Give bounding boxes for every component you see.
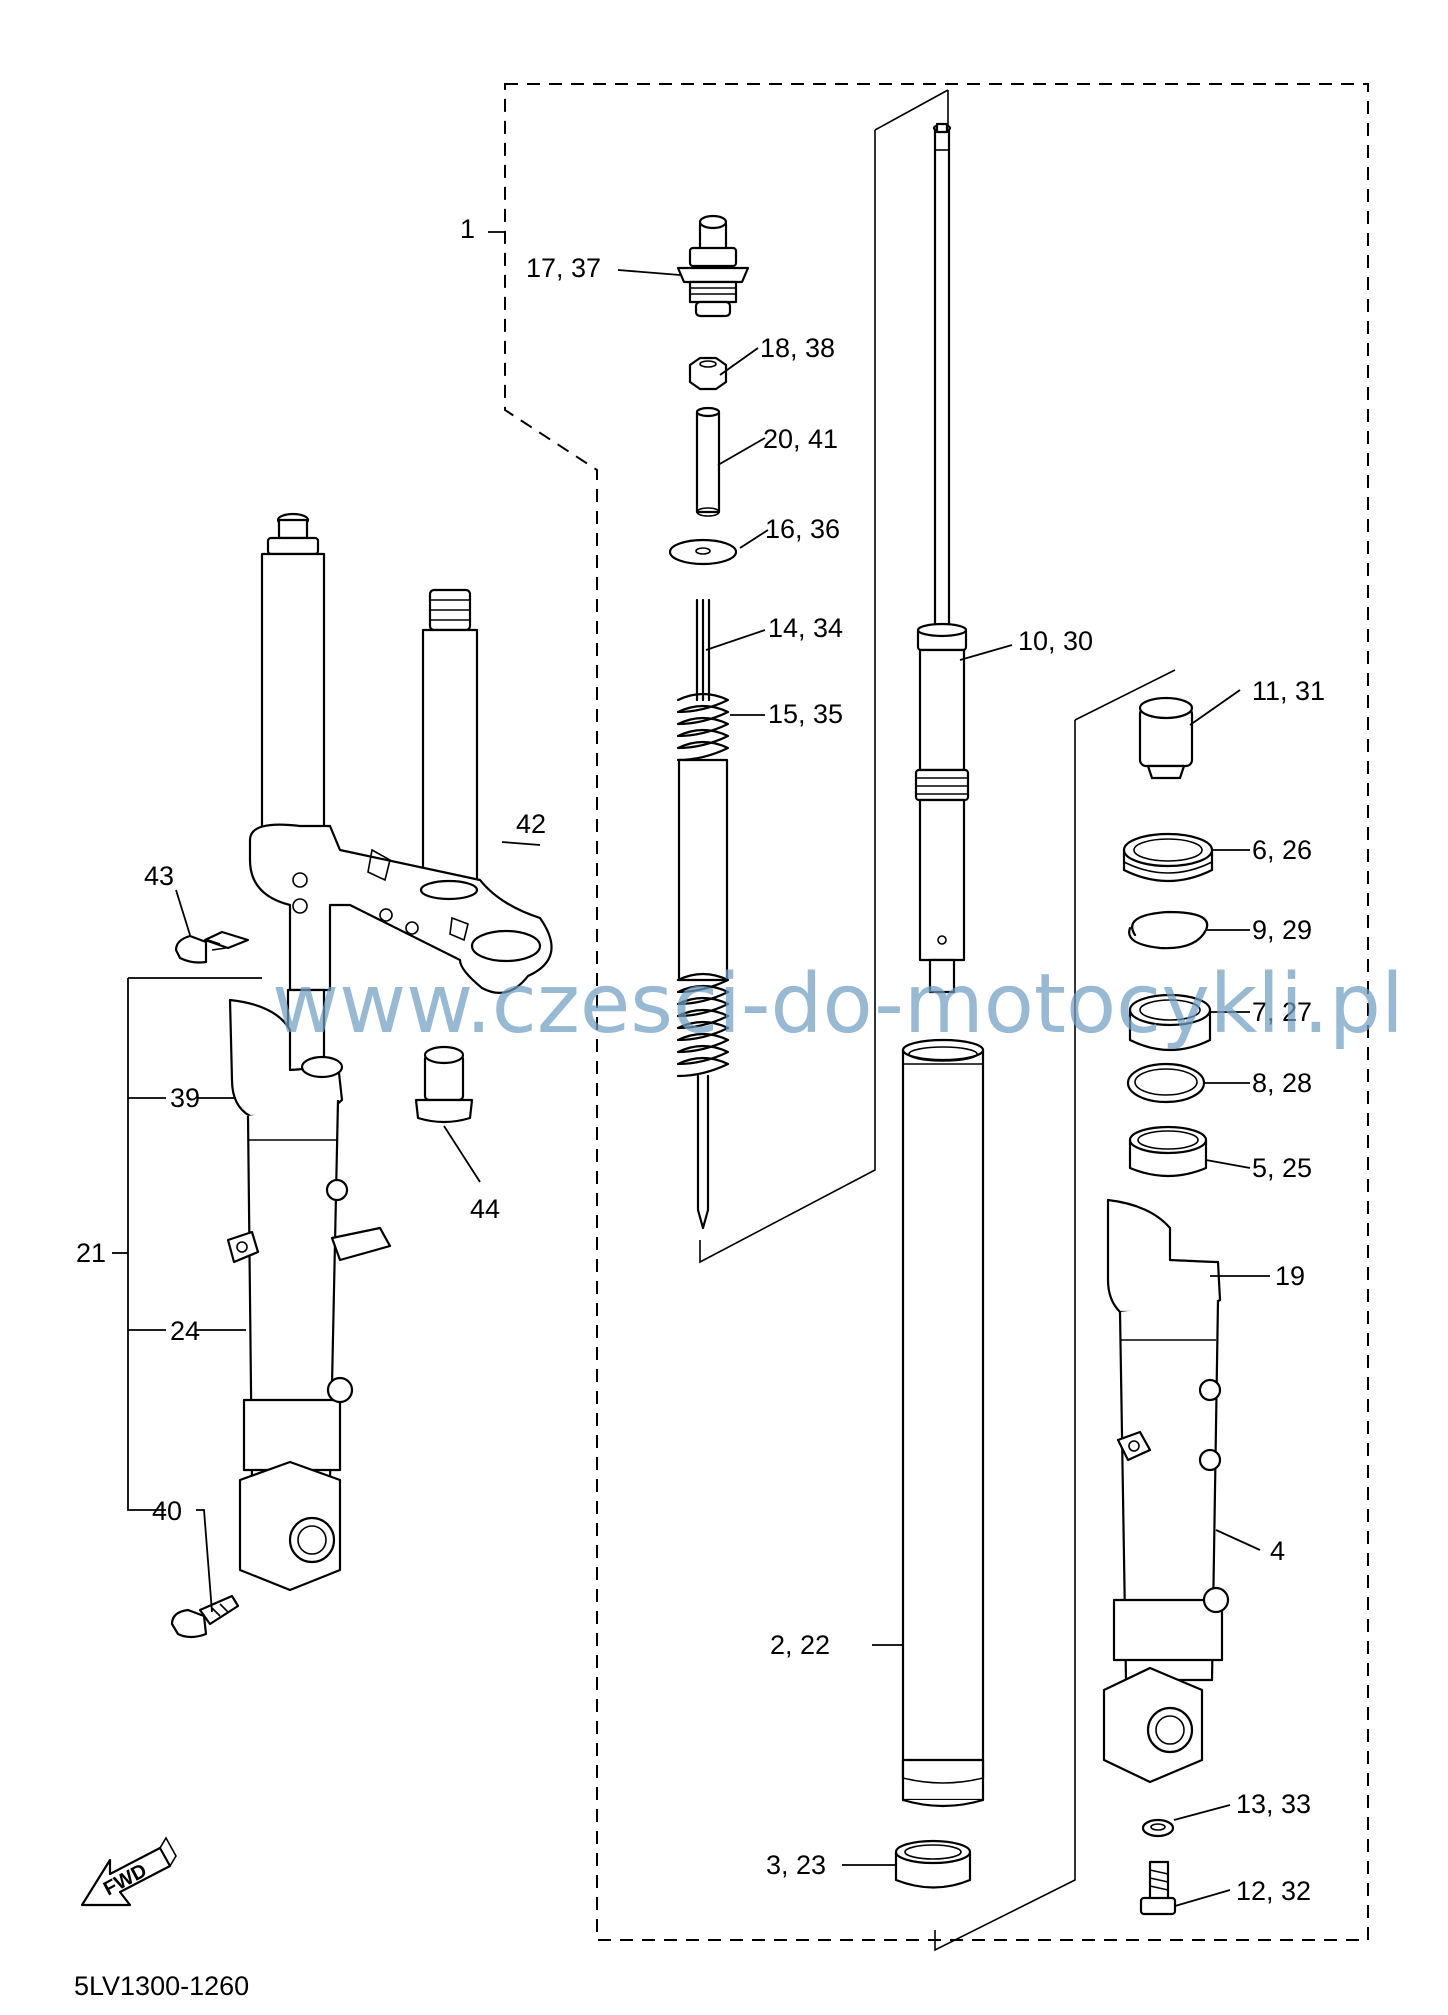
label-9-29: 9, 29 (1252, 915, 1312, 945)
part-spacer-tube (695, 406, 721, 517)
part-collar (414, 1045, 474, 1124)
label-2-22: 2, 22 (770, 1630, 830, 1660)
label-13-33: 13, 33 (1236, 1789, 1311, 1819)
label-5-25: 5, 25 (1252, 1153, 1312, 1183)
part-damper-cylinder (914, 122, 970, 994)
label-21: 21 (76, 1238, 106, 1268)
group-outline-inner-right (934, 669, 1176, 1952)
label-40: 40 (152, 1496, 182, 1526)
part-washer (668, 538, 738, 566)
part-fork-assembled-left (226, 512, 553, 1592)
label-1: 1 (460, 214, 475, 244)
part-circlip (1128, 910, 1209, 950)
label-6-26: 6, 26 (1252, 835, 1312, 865)
part-nut (688, 356, 728, 391)
part-damper-rod-and-spring (676, 598, 730, 1230)
part-inner-tube (901, 1038, 985, 1808)
part-slide-bushing (1128, 1125, 1208, 1178)
label-3-23: 3, 23 (766, 1850, 826, 1880)
diagram-code: 5LV1300-1260 (74, 1971, 249, 2001)
label-8-28: 8, 28 (1252, 1068, 1312, 1098)
label-11-31: 11, 31 (1252, 676, 1325, 706)
part-pinch-bolt-upper (174, 930, 250, 964)
label-10-30: 10, 30 (1018, 626, 1093, 656)
part-labels: 1 17, 37 18, 38 20, 41 16, 36 14, 34 15,… (76, 214, 1325, 1906)
part-drain-bolt (1139, 1860, 1177, 1916)
watermark-text: www.czesci-do-motocykli.pl (272, 957, 1404, 1052)
part-oil-seal (1128, 993, 1212, 1052)
part-outer-tube-right (1102, 1198, 1230, 1784)
label-17-37: 17, 37 (526, 253, 601, 283)
label-19: 19 (1275, 1261, 1305, 1291)
part-pinch-bolt-lower (170, 1594, 240, 1639)
label-42: 42 (516, 809, 546, 839)
label-7-27: 7, 27 (1252, 997, 1312, 1027)
part-lower-bushing (894, 1839, 972, 1889)
leader-lines (112, 231, 1270, 1907)
part-seal-washer (1126, 1062, 1206, 1104)
label-14-34: 14, 34 (768, 613, 843, 643)
part-oil-lock-piece (1138, 696, 1194, 780)
part-gasket (1141, 1818, 1175, 1838)
label-16-36: 16, 36 (765, 514, 840, 544)
label-12-32: 12, 32 (1236, 1876, 1311, 1906)
label-4: 4 (1270, 1536, 1285, 1566)
part-cap-bolt (676, 214, 750, 318)
label-44: 44 (470, 1194, 500, 1224)
label-20-41: 20, 41 (763, 424, 838, 454)
label-15-35: 15, 35 (768, 699, 843, 729)
fwd-arrow-icon: FWD (80, 1836, 177, 1907)
label-24: 24 (170, 1316, 200, 1346)
label-39: 39 (170, 1083, 200, 1113)
label-18-38: 18, 38 (760, 333, 835, 363)
assembly-boundary-dashed (504, 83, 1369, 1941)
label-43: 43 (144, 861, 174, 891)
part-dust-seal (1122, 832, 1214, 883)
